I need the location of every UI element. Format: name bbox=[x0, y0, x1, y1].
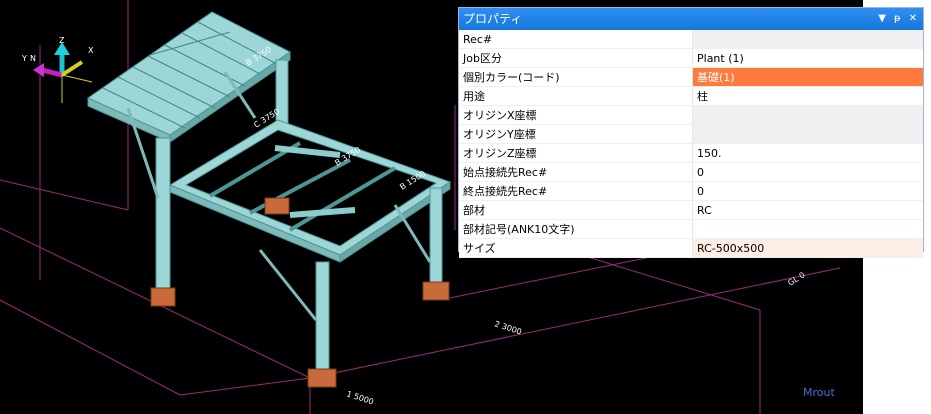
properties-title-bar[interactable]: プロパティ ▼ ᵽ ✕ bbox=[459, 8, 923, 30]
property-row-color[interactable]: 個別カラー(コード)基礎(1) bbox=[459, 67, 923, 87]
property-key: オリジンZ座標 bbox=[459, 143, 693, 163]
property-value-selected[interactable]: 基礎(1) bbox=[692, 67, 923, 87]
property-value[interactable] bbox=[692, 30, 923, 49]
property-value[interactable] bbox=[692, 219, 923, 239]
properties-title: プロパティ bbox=[463, 12, 523, 26]
foundations bbox=[150, 197, 450, 388]
property-key: 個別カラー(コード) bbox=[459, 67, 693, 87]
axis-n-label: N bbox=[30, 54, 36, 63]
axis-gizmo: Y N Z X bbox=[21, 36, 94, 103]
property-row-origin-y[interactable]: オリジンY座標 bbox=[459, 124, 923, 144]
property-value[interactable]: 0 bbox=[692, 181, 923, 201]
property-key: オリジンY座標 bbox=[459, 124, 693, 144]
steel-structure bbox=[86, 11, 452, 373]
property-key: オリジンX座標 bbox=[459, 105, 693, 125]
property-value[interactable]: 150. bbox=[692, 143, 923, 163]
axis-x-label: X bbox=[88, 46, 94, 55]
property-row-end-rec[interactable]: 終点接続先Rec#0 bbox=[459, 181, 923, 201]
property-value[interactable]: 柱 bbox=[692, 86, 923, 106]
panel-controls: ▼ ᵽ ✕ bbox=[878, 8, 917, 30]
property-value[interactable] bbox=[692, 124, 923, 144]
property-key: Job区分 bbox=[459, 48, 693, 68]
property-key: 部材記号(ANK10文字) bbox=[459, 219, 693, 239]
property-key: サイズ bbox=[459, 238, 693, 258]
property-row-usage[interactable]: 用途柱 bbox=[459, 86, 923, 106]
property-value[interactable]: RC bbox=[692, 200, 923, 220]
property-key: 部材 bbox=[459, 200, 693, 220]
property-key: 終点接続先Rec# bbox=[459, 181, 693, 201]
axis-z-label: Z bbox=[59, 36, 65, 45]
pin-icon[interactable]: ᵽ bbox=[893, 13, 901, 24]
property-key: 用途 bbox=[459, 86, 693, 106]
property-key: 始点接続先Rec# bbox=[459, 162, 693, 182]
mrout-watermark: Mrout bbox=[803, 386, 835, 399]
property-value[interactable] bbox=[692, 105, 923, 125]
property-row-member-code[interactable]: 部材記号(ANK10文字) bbox=[459, 219, 923, 239]
property-row-origin-x[interactable]: オリジンX座標 bbox=[459, 105, 923, 125]
axis-y-label: Y bbox=[21, 54, 27, 63]
dropdown-icon[interactable]: ▼ bbox=[878, 13, 886, 24]
dimension-label-gl: GL 0 bbox=[786, 270, 806, 287]
property-row-start-rec[interactable]: 始点接続先Rec#0 bbox=[459, 162, 923, 182]
close-icon[interactable]: ✕ bbox=[908, 13, 917, 24]
dimension-label-5: 2 3000 bbox=[493, 319, 522, 336]
property-value[interactable]: Plant (1) bbox=[692, 48, 923, 68]
property-value[interactable]: 0 bbox=[692, 162, 923, 182]
property-row-rec[interactable]: Rec# bbox=[459, 30, 923, 49]
property-value[interactable]: RC-500x500 bbox=[692, 238, 923, 258]
property-key: Rec# bbox=[459, 30, 693, 49]
dimension-label-6: 1 5000 bbox=[345, 389, 374, 406]
